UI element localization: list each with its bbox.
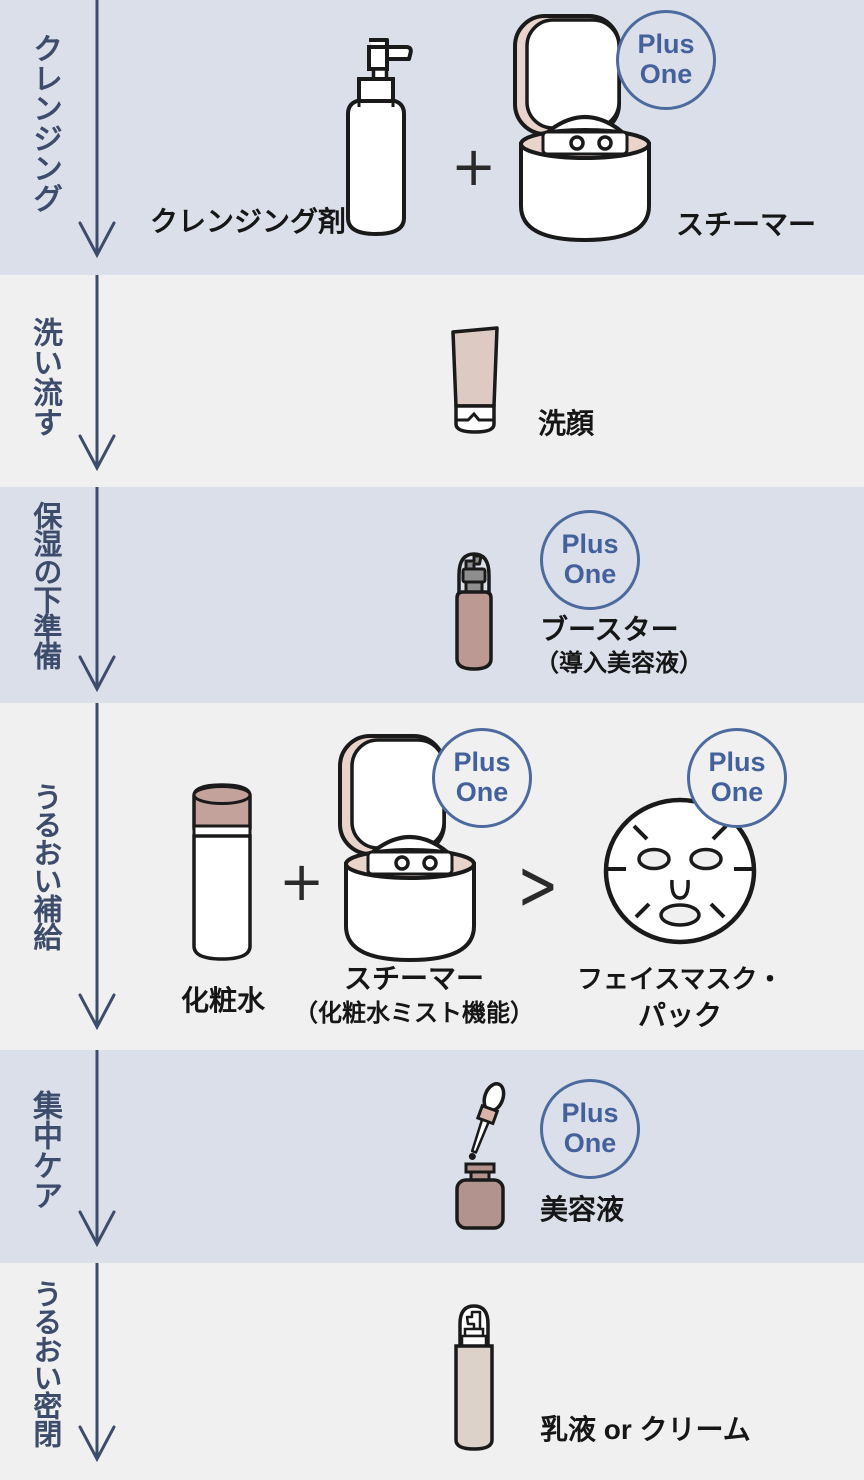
flow-arrow-icon bbox=[78, 1050, 116, 1247]
item-label-steamer-mist: スチーマー bbox=[343, 963, 484, 994]
flow-arrow-icon bbox=[78, 0, 116, 258]
cleanser-pump-bottle-icon bbox=[346, 38, 413, 236]
flow-arrow-icon bbox=[78, 703, 116, 1030]
item-label-booster: ブースター bbox=[540, 614, 679, 645]
steamer-icon bbox=[513, 14, 651, 243]
plus-one-badge: Plus One bbox=[540, 1079, 640, 1179]
item-label-steamer: スチーマー bbox=[676, 209, 817, 240]
item-label-cleanser: クレンジング剤 bbox=[150, 206, 347, 237]
item-label-booster-sub: （導入美容液） bbox=[535, 650, 703, 677]
flow-arrow-icon bbox=[78, 487, 116, 692]
steamer-icon bbox=[338, 734, 476, 963]
band-moisture-seal bbox=[0, 1263, 864, 1480]
item-label-lotion: 化粧水 bbox=[181, 985, 266, 1016]
plus-one-badge: Plus One bbox=[540, 510, 640, 610]
plus-one-badge: Plus One bbox=[687, 728, 787, 828]
greater-than-operator: > bbox=[517, 844, 559, 926]
step-label-moisture-prep: 保湿の下準備 bbox=[28, 501, 61, 669]
band-intensive-care bbox=[0, 1050, 864, 1263]
step-label-moisture-seal: うるおい密閉 bbox=[28, 1279, 61, 1447]
step-label-rinse: 洗い流す bbox=[28, 317, 61, 437]
face-mask-icon bbox=[603, 797, 757, 945]
band-rinse bbox=[0, 275, 864, 487]
lotion-bottle-icon bbox=[192, 783, 252, 961]
band-moisture-prep bbox=[0, 487, 864, 703]
item-label-serum: 美容液 bbox=[540, 1194, 625, 1225]
plus-operator: + bbox=[451, 135, 497, 198]
plus-one-badge: Plus One bbox=[432, 728, 532, 828]
step-label-cleansing: クレンジング bbox=[28, 33, 61, 213]
booster-bottle-icon bbox=[455, 552, 493, 671]
step-label-moisture-supply: うるおい補給 bbox=[28, 782, 61, 950]
band-cleansing bbox=[0, 0, 864, 275]
step-label-intensive-care: 集中ケア bbox=[28, 1090, 61, 1210]
flow-arrow-icon bbox=[78, 275, 116, 471]
flow-arrow-icon bbox=[78, 1263, 116, 1462]
plus-one-badge: Plus One bbox=[616, 10, 716, 110]
plus-operator: + bbox=[279, 850, 325, 913]
item-label-steamer-mist-sub: （化粧水ミスト機能） bbox=[294, 1000, 534, 1027]
serum-dropper-icon bbox=[455, 1082, 506, 1230]
item-label-emulsion: 乳液 or クリーム bbox=[540, 1414, 751, 1445]
item-label-face-wash: 洗顔 bbox=[538, 408, 595, 439]
emulsion-bottle-icon bbox=[454, 1304, 494, 1451]
face-wash-tube-icon bbox=[451, 326, 499, 434]
item-label-face-mask: フェイスマスク・ bbox=[577, 964, 783, 994]
item-label-face-mask-line2: パック bbox=[637, 1000, 722, 1031]
